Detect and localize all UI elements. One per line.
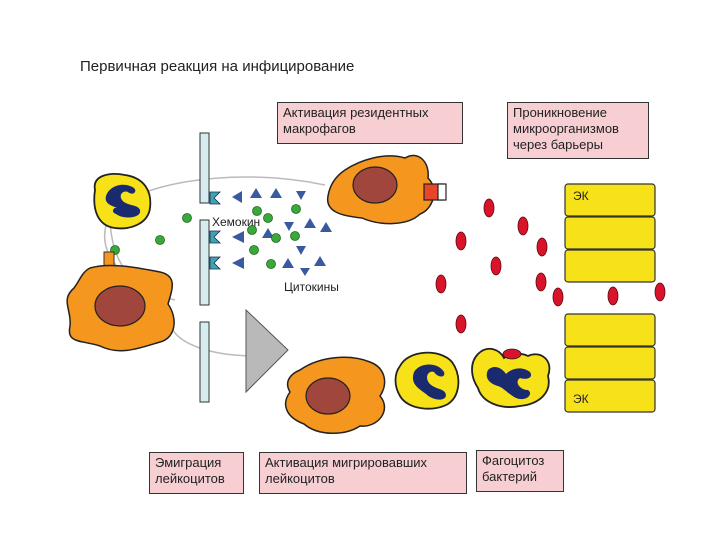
endothelial-cell [564,183,656,217]
chemokine-triangle-icon [250,188,262,198]
bacterium [536,237,548,257]
engulfed-bacterium [502,348,522,360]
macrophage-nucleus [352,166,398,204]
bacterium [552,287,564,307]
chemokine-triangle-icon [296,191,306,200]
chemokine-dots [110,204,301,269]
endothelium-label-top: ЭК [573,189,589,203]
chemokine-triangle-icon [300,268,310,276]
receptor-icon [209,256,221,270]
chemokine-triangle-icon [232,191,242,203]
bacteria-group [435,198,666,334]
chemokine-triangle-icon [314,256,326,266]
chemokine-triangle-icon [282,258,294,268]
chemokine-triangle-icon [232,231,244,243]
chemokine-dot [263,213,273,223]
bacterium [435,274,447,294]
endothelial-cell [564,379,656,413]
bacterium [654,282,666,302]
bacterium [455,231,467,251]
bacterium [607,286,619,306]
bacterium [455,314,467,334]
diagram-title: Первичная реакция на инфицирование [80,58,355,75]
chemokine-dot [155,235,165,245]
neutrophil-nucleus [105,184,141,218]
bacterium [483,198,495,218]
chemokine-dot [271,233,281,243]
endothelium-bottom [564,313,656,413]
macrophage-resident [327,154,447,225]
endothelial-cell [564,313,656,347]
macrophage-nucleus [94,285,146,327]
box-resident-macrophages: Активация резидентных макрофагов [277,102,463,144]
chemokine-triangles [232,188,332,276]
neutrophil-tissue [394,351,460,410]
endothelial-cell [564,216,656,250]
endothelial-cell [564,249,656,283]
bacterium [535,272,547,292]
chemokine-triangle-icon [284,222,294,231]
box-phagocytosis: Фагоцитоз бактерий [476,450,564,492]
chemokine-triangle-icon [320,222,332,232]
chemokine-triangle-icon [296,246,306,255]
macrophage-migrated [284,356,386,434]
neutrophil-vessel [93,173,152,230]
chemokine-triangle-icon [270,188,282,198]
neutrophil-nucleus [486,367,532,400]
endothelium-top [564,183,656,283]
vessel-wall-bar-2 [199,219,210,306]
box-penetration: Проникновение микроорганизмов через барь… [507,102,649,159]
chemokine-label: Хемокин [212,215,261,229]
box-migrated-activation: Активация мигрировавших лейкоцитов [259,452,467,494]
chemokine-dot [252,206,262,216]
chemokine-triangle-icon [262,228,274,238]
cytokines-label: Цитокины [284,280,339,294]
endothelial-cell [564,346,656,380]
migration-arrowhead [245,308,289,394]
chemokine-dot [249,245,259,255]
bacterium [517,216,529,236]
receptor-icon [209,230,221,244]
macrophage-nucleus [305,377,351,415]
neutrophil-nucleus [412,364,446,400]
chemokine-triangle-icon [232,257,244,269]
chemokine-triangle-icon [304,218,316,228]
receptor-icon [209,191,221,205]
chemokine-dot [291,204,301,214]
chemokine-dot [290,231,300,241]
macrophage-emigrating [66,251,175,352]
chemokine-dot [182,213,192,223]
chemokine-dot [247,225,257,235]
endothelium-label-bottom: ЭК [573,392,589,406]
chemokine-dot [266,259,276,269]
receptor-group [209,191,221,270]
vessel-wall-bar-3 [199,321,210,403]
neutrophil-engulfing [471,347,551,408]
vessel-wall-bar-1 [199,132,210,204]
box-emigration: Эмиграция лейкоцитов [149,452,244,494]
receptor-tip [437,183,447,201]
bacterium [490,256,502,276]
